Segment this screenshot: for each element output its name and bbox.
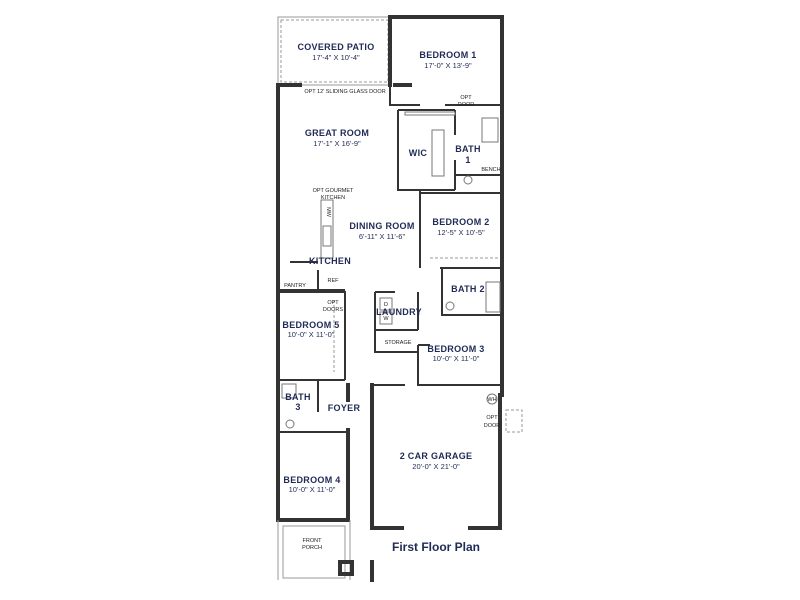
- bath-3-label: BATH: [285, 392, 311, 402]
- bedroom-4-dims: 10'-0" X 11'-0": [289, 485, 336, 494]
- dining-room-dims: 6'-11" X 11'-6": [359, 232, 406, 241]
- bath-3-number: 3: [295, 402, 300, 412]
- great-room-dims: 17'-1" X 16'-9": [313, 139, 361, 148]
- gourmet-kitchen-note-1: OPT GOURMET: [313, 188, 354, 194]
- laundry-label: LAUNDRY: [376, 307, 422, 317]
- fixtures: [277, 111, 523, 582]
- bench-note: BENCH: [481, 167, 500, 173]
- interior-walls: [277, 85, 502, 433]
- dryer-note: D: [384, 302, 388, 308]
- garage-opt-note-1: OPT: [486, 415, 498, 421]
- bedroom-2-label: BEDROOM 2: [432, 217, 489, 227]
- great-room-label: GREAT ROOM: [305, 128, 369, 138]
- opt-doors-note-1: OPT: [327, 300, 339, 306]
- kitchen-label: KITCHEN: [309, 256, 351, 266]
- front-porch-label-1: FRONT: [303, 538, 323, 544]
- bath-1-label: BATH: [455, 144, 481, 154]
- washer-note: W: [383, 316, 389, 322]
- covered-patio-label: COVERED PATIO: [297, 42, 374, 52]
- exterior-walls: [276, 15, 504, 530]
- bedroom-3-dims: 10'-0" X 11'-0": [433, 354, 480, 363]
- sliding-door-note: OPT 12' SLIDING GLASS DOOR: [304, 89, 385, 95]
- wic-label: WIC: [409, 148, 428, 158]
- bath-1-number: 1: [465, 155, 470, 165]
- pantry-label: PANTRY: [284, 283, 306, 289]
- foyer-label: FOYER: [328, 403, 361, 413]
- bath-2-label: BATH 2: [451, 284, 485, 294]
- bedroom-4-label: BEDROOM 4: [283, 475, 340, 485]
- bedroom-5-label: BEDROOM 5: [282, 320, 339, 330]
- garage-dims: 20'-0" X 21'-0": [412, 462, 460, 471]
- wh-note: WH: [487, 397, 496, 403]
- opt-door-note-1: OPT: [460, 95, 472, 101]
- ref-label: REF: [328, 278, 340, 284]
- opt-doors-note-2: DOORS: [323, 307, 344, 313]
- front-porch-label-2: PORCH: [302, 545, 322, 551]
- floor-plan-title: First Floor Plan: [392, 540, 480, 554]
- garage-opt-note-2: DOOR: [484, 423, 501, 429]
- opt-door-note-2: DOOR: [458, 102, 475, 108]
- dining-room-label: DINING ROOM: [349, 221, 414, 231]
- garage-label: 2 CAR GARAGE: [400, 451, 473, 461]
- bedroom-2-dims: 12'-5" X 10'-5": [437, 228, 485, 237]
- covered-patio-dims: 17'-4" X 10'-4": [312, 53, 360, 62]
- bedroom-1-label: BEDROOM 1: [419, 50, 476, 60]
- mw-note: MW: [325, 207, 331, 218]
- bedroom-3-label: BEDROOM 3: [427, 344, 484, 354]
- bedroom-1-dims: 17'-0" X 13'-9": [424, 61, 472, 70]
- storage-label: STORAGE: [385, 340, 412, 346]
- gourmet-kitchen-note-2: KITCHEN: [321, 195, 345, 201]
- bedroom-5-dims: 10'-0" X 11'-0": [288, 330, 335, 339]
